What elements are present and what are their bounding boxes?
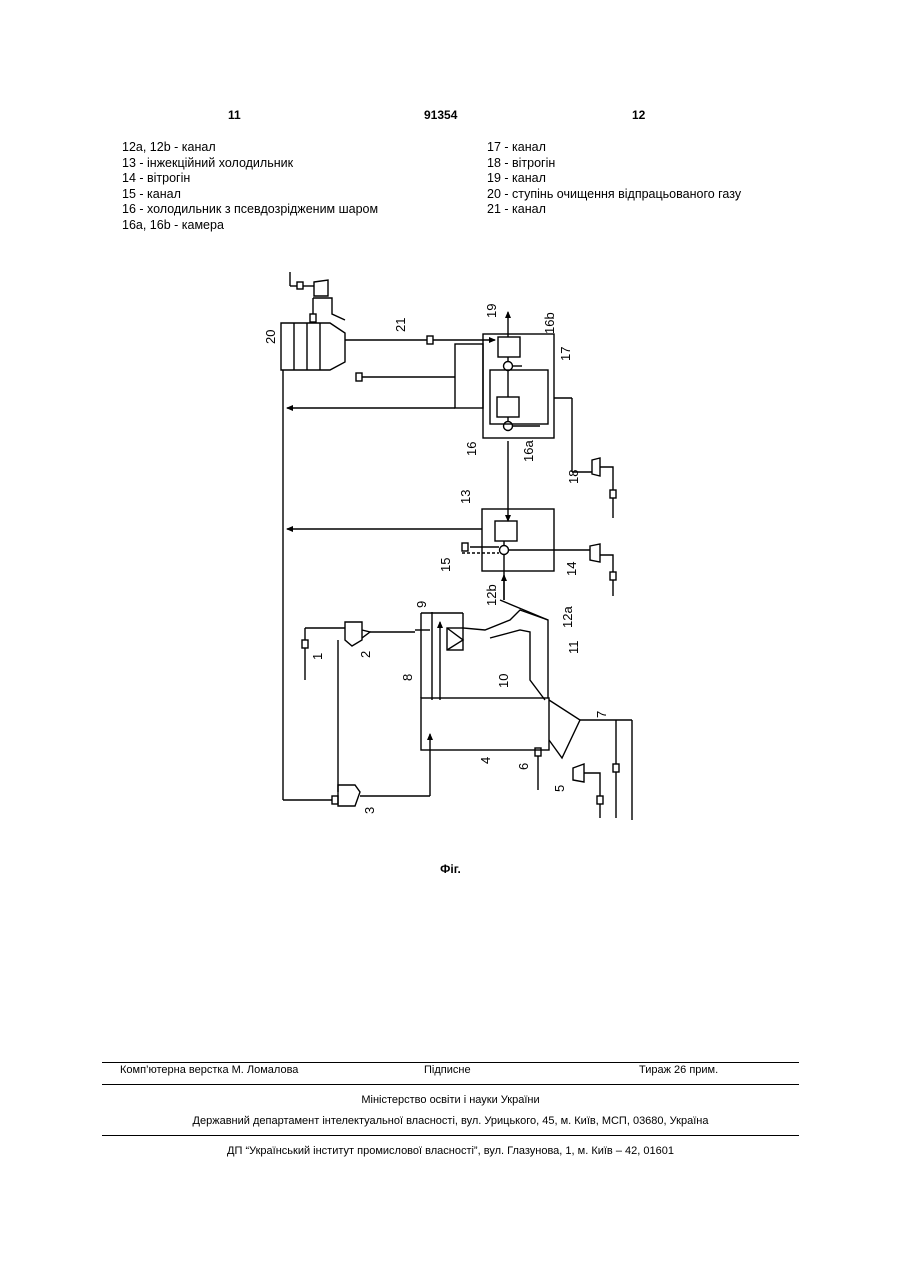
label-13: 13 [458, 490, 473, 504]
label-17: 17 [558, 347, 573, 361]
label-7: 7 [594, 711, 609, 718]
label-18: 18 [566, 470, 581, 484]
footer-rule-bottom [102, 1135, 799, 1136]
footer-ministry: Міністерство освіти і науки України [0, 1094, 901, 1106]
label-16b: 16b [542, 312, 557, 334]
label-4: 4 [478, 757, 493, 764]
cyclone-2 [302, 622, 415, 792]
footer-department: Державний департамент інтелектуальної вл… [0, 1115, 901, 1127]
footer-signed: Підписне [424, 1064, 471, 1076]
figure-caption: Фіг. [0, 862, 901, 876]
label-21: 21 [393, 318, 408, 332]
label-10: 10 [496, 674, 511, 688]
cyclone-3 [283, 734, 430, 806]
label-11: 11 [566, 641, 581, 655]
label-8: 8 [400, 674, 415, 681]
gas-cleaning-stage-20 [281, 298, 345, 370]
label-3: 3 [362, 807, 377, 814]
label-12b: 12b [484, 584, 499, 606]
label-20: 20 [263, 330, 278, 344]
label-16a: 16a [521, 440, 536, 462]
fan-5 [535, 720, 619, 818]
label-1: 1 [310, 653, 325, 660]
label-19: 19 [484, 304, 499, 318]
label-5: 5 [552, 785, 567, 792]
label-15: 15 [438, 558, 453, 572]
label-2: 2 [358, 651, 373, 658]
fan-18 [592, 458, 616, 518]
exhaust-fan-top [290, 272, 345, 320]
footer-rule-mid [102, 1084, 799, 1085]
fan-14 [590, 544, 616, 596]
footer-rule-top [102, 1062, 799, 1063]
label-9: 9 [414, 601, 429, 608]
label-14: 14 [564, 562, 579, 576]
footer-circulation: Тираж 26 прим. [639, 1064, 718, 1076]
footer-institute: ДП “Український інститут промислової вла… [0, 1145, 901, 1157]
label-16: 16 [464, 442, 479, 456]
label-12a: 12a [560, 606, 575, 628]
label-6: 6 [516, 763, 531, 770]
footer-composer: Комп’ютерна верстка М. Ломалова [120, 1064, 298, 1076]
